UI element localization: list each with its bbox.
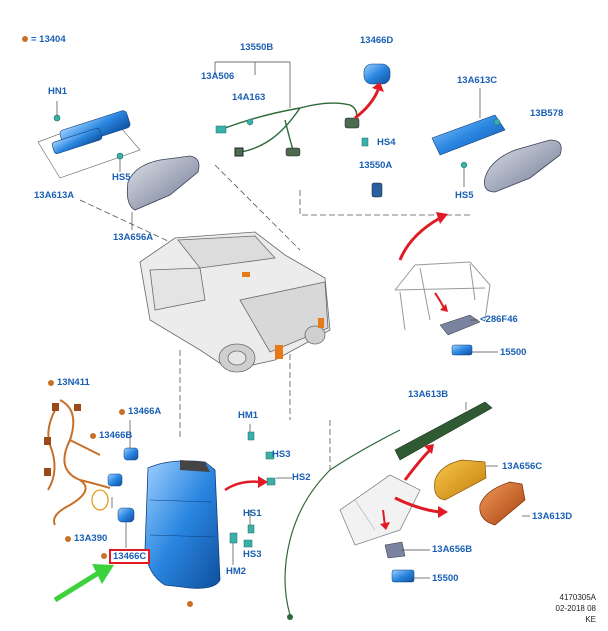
label-hs5-left: HS5 xyxy=(112,172,131,183)
lamp-cover-13b578 xyxy=(484,139,562,193)
label-13n411: 13N411 xyxy=(57,377,90,388)
meta-line-3: KE xyxy=(585,615,596,624)
clip-leader-lines xyxy=(232,424,292,565)
label-13550a: 13550A xyxy=(359,160,393,171)
label-leaders xyxy=(111,319,530,579)
label-13a656a: 13A656A xyxy=(113,232,154,243)
tail-lamp-assembly xyxy=(144,460,221,589)
lamp-clip-13a656b xyxy=(384,541,406,559)
label-13b578: 13B578 xyxy=(530,108,564,119)
connector-13550a xyxy=(371,182,383,198)
label-13466b: 13466B xyxy=(99,430,133,441)
label-13466c-highlighted: 13466C xyxy=(109,549,151,564)
lamp-housing-white xyxy=(339,474,421,546)
cable-13a613b xyxy=(284,429,401,620)
pickup-truck-illustration xyxy=(139,231,331,373)
retainer-clips xyxy=(229,431,276,548)
harness-dots xyxy=(48,380,193,607)
label-hm1: HM1 xyxy=(238,410,259,421)
high-mount-lamp-13a613a xyxy=(37,101,141,179)
meta-line-2: 02-2018 08 xyxy=(555,604,596,613)
lamp-286f46 xyxy=(439,314,481,336)
label-hs1: HS1 xyxy=(243,508,262,519)
lamp-cover-13a656a xyxy=(126,155,200,230)
callout-arrows-lenses xyxy=(380,444,448,530)
label-hm2: HM2 xyxy=(226,566,247,577)
label-13550b: 13550B xyxy=(240,42,274,53)
label-13a613b: 13A613B xyxy=(408,389,449,400)
label-hs3-bottom: HS3 xyxy=(243,549,262,560)
green-callout-arrow xyxy=(53,564,114,603)
bulb-13466d xyxy=(354,63,391,120)
bulb-socket-15500-top xyxy=(451,344,473,356)
label-13a613c: 13A613C xyxy=(457,75,498,86)
label-hs2: HS2 xyxy=(292,472,311,483)
high-mount-lamp-13a613c xyxy=(431,88,506,187)
label-286f46: <286F46 xyxy=(480,314,518,325)
legend-dot-icon xyxy=(22,36,28,43)
label-13a613a: 13A613A xyxy=(34,190,75,201)
wiring-harness-13550b xyxy=(214,61,360,157)
bulb-13466a xyxy=(123,420,139,461)
label-15500-bottom: 15500 xyxy=(432,573,459,584)
red-lamp-13a613d xyxy=(479,481,526,526)
legend-text: = 13404 xyxy=(31,34,66,45)
pointer-arrow-hs2 xyxy=(224,476,268,492)
bulb-13466b xyxy=(107,473,123,487)
label-13466d: 13466D xyxy=(360,35,394,46)
label-15500-top: 15500 xyxy=(500,347,527,358)
label-13a506: 13A506 xyxy=(201,71,235,82)
drawing-meta: 4170305A 02-2018 08 KE xyxy=(556,592,596,625)
label-13a656c: 13A656C xyxy=(502,461,543,472)
label-hn1: HN1 xyxy=(48,86,68,97)
wiring-harness-13n411 xyxy=(47,399,111,526)
meta-line-1: 4170305A xyxy=(559,593,596,602)
bulb-13466c xyxy=(117,507,135,548)
label-hs3-top: HS3 xyxy=(272,449,291,460)
label-13a613d: 13A613D xyxy=(532,511,573,522)
grommet-13a390 xyxy=(91,489,109,511)
legend: = 13404 xyxy=(22,34,66,45)
lamp-bar-13a613b xyxy=(394,401,493,461)
label-hs4: HS4 xyxy=(377,137,396,148)
hs4-clip xyxy=(361,137,369,147)
roll-bar-illustration xyxy=(394,261,491,331)
label-13466a: 13466A xyxy=(128,406,162,417)
label-13a390: 13A390 xyxy=(74,533,108,544)
callout-arrow-rollbar xyxy=(398,212,448,312)
label-13a656b: 13A656B xyxy=(432,544,473,555)
label-14a163: 14A163 xyxy=(232,92,266,103)
label-hs5-right: HS5 xyxy=(455,190,474,201)
bulb-socket-15500-bottom xyxy=(391,569,415,583)
amber-lens-13a656c xyxy=(434,459,487,501)
harness-connectors xyxy=(44,403,81,476)
